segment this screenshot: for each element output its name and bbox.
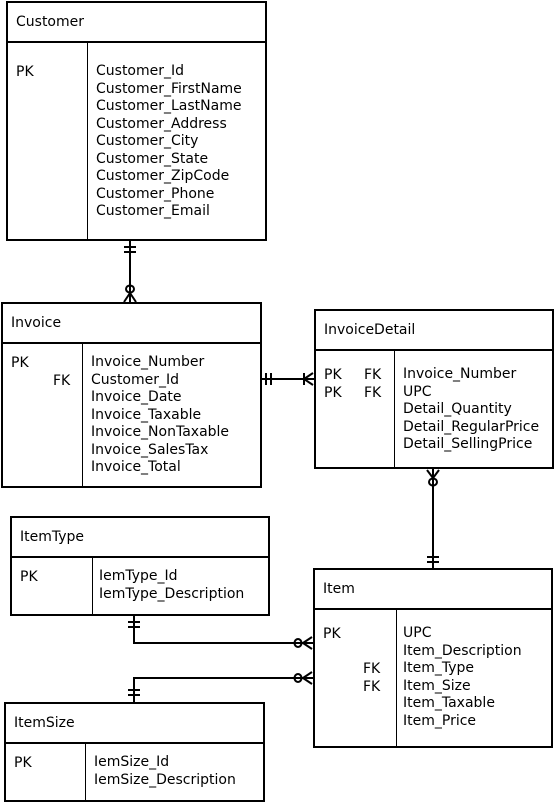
field: Customer_State <box>96 150 209 167</box>
field: Invoice_Number <box>403 366 517 382</box>
pk-label: PK <box>16 64 34 80</box>
field: Detail_Quantity <box>403 401 512 417</box>
key-column: PK <box>8 43 88 239</box>
field: Invoice_Taxable <box>91 406 202 423</box>
pk-label: PK <box>324 367 342 383</box>
field: Invoice_SalesTax <box>91 441 209 458</box>
field: Item_Taxable <box>403 695 495 711</box>
fk-label: FK <box>363 661 381 677</box>
entity-body: PK FK PK FK Invoice_Number UPC Detail_Qu… <box>316 351 552 467</box>
field: Customer_Address <box>96 115 227 132</box>
field: Invoice_Total <box>91 459 181 475</box>
field: IemType_Id <box>99 568 178 584</box>
fk-label: FK <box>53 373 71 389</box>
field: Customer_Phone <box>96 185 215 202</box>
field-list: Customer_Id Customer_FirstName Customer_… <box>88 43 265 239</box>
field: IemSize_Id <box>94 754 170 770</box>
relationship-itemtype-item <box>128 616 313 650</box>
field-list: Invoice_Number Customer_Id Invoice_Date … <box>83 344 260 486</box>
key-column: PK <box>12 558 93 614</box>
entity-item: Item PK FK FK UPC Item_Description Item_… <box>313 568 553 748</box>
entity-title: ItemType <box>12 518 268 558</box>
field: IemSize_Description <box>94 771 236 788</box>
fk-label: FK <box>363 679 381 695</box>
field: Invoice_Number <box>91 354 205 370</box>
field: Item_Description <box>403 642 522 659</box>
relationship-customer-invoice <box>123 241 137 303</box>
entity-title: InvoiceDetail <box>316 311 552 351</box>
key-column: PK FK PK FK <box>316 351 395 467</box>
entity-body: PK Customer_Id Customer_FirstName Custom… <box>8 43 265 239</box>
entity-body: PK FK Invoice_Number Customer_Id Invoice… <box>3 344 260 486</box>
pk-label: PK <box>323 626 341 642</box>
entity-body: PK FK FK UPC Item_Description Item_Type … <box>315 610 551 746</box>
field: Customer_FirstName <box>96 80 242 97</box>
pk-label: PK <box>11 355 29 371</box>
entity-invoicedetail: InvoiceDetail PK FK PK FK Invoice_Number… <box>314 309 554 469</box>
pk-label: PK <box>324 385 342 401</box>
relationship-itemsize-item <box>128 671 313 702</box>
field: Item_Type <box>403 660 475 676</box>
entity-title: ItemSize <box>6 704 263 744</box>
field: Customer_Id <box>96 63 185 79</box>
relationship-invoicedetail-item <box>426 469 440 568</box>
field: Item_Price <box>403 712 477 729</box>
entity-itemtype: ItemType PK IemType_Id IemType_Descripti… <box>10 516 270 616</box>
field: Customer_Id <box>91 371 180 388</box>
field: Invoice_NonTaxable <box>91 424 230 440</box>
entity-title: Item <box>315 570 551 610</box>
field: Customer_LastName <box>96 98 242 114</box>
entity-invoice: Invoice PK FK Invoice_Number Customer_Id… <box>1 302 262 488</box>
key-column: PK FK <box>3 344 83 486</box>
entity-customer: Customer PK Customer_Id Customer_FirstNa… <box>6 1 267 241</box>
key-column: PK FK FK <box>315 610 397 746</box>
entity-body: PK IemSize_Id IemSize_Description <box>6 744 263 800</box>
field: UPC <box>403 625 432 641</box>
field: Customer_ZipCode <box>96 168 230 184</box>
entity-body: PK IemType_Id IemType_Description <box>12 558 268 614</box>
pk-label: PK <box>20 569 38 585</box>
fk-label: FK <box>364 385 382 401</box>
field: Detail_RegularPrice <box>403 418 540 435</box>
field: Item_Size <box>403 677 471 694</box>
field: Invoice_Date <box>91 389 182 405</box>
field: IemType_Description <box>99 585 245 602</box>
field: UPC <box>403 383 432 400</box>
field-list: IemSize_Id IemSize_Description <box>86 744 263 800</box>
relationship-invoice-invoicedetail <box>262 372 314 386</box>
fk-label: FK <box>364 367 382 383</box>
field: Detail_SellingPrice <box>403 436 533 452</box>
entity-title: Customer <box>8 3 265 43</box>
key-column: PK <box>6 744 86 800</box>
entity-itemsize: ItemSize PK IemSize_Id IemSize_Descripti… <box>4 702 265 802</box>
field: Customer_City <box>96 133 199 149</box>
field: Customer_Email <box>96 203 210 219</box>
field-list: Invoice_Number UPC Detail_Quantity Detai… <box>395 351 552 467</box>
field-list: UPC Item_Description Item_Type Item_Size… <box>397 610 551 746</box>
entity-title: Invoice <box>3 304 260 344</box>
pk-label: PK <box>14 755 32 771</box>
field-list: IemType_Id IemType_Description <box>93 558 268 614</box>
